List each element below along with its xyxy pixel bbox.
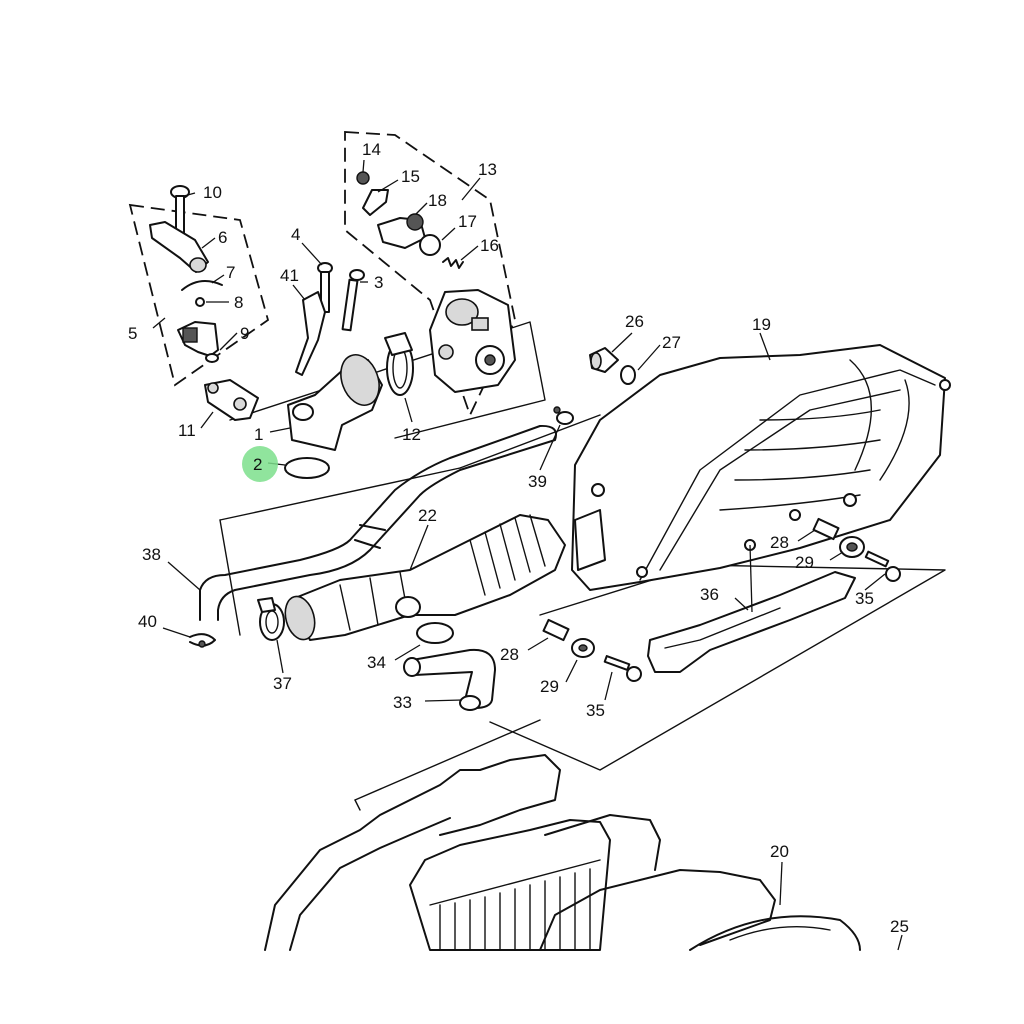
part-label-18[interactable]: 18	[428, 191, 447, 210]
part-label-28a[interactable]: 28	[770, 533, 789, 552]
air-box-case	[571, 344, 951, 591]
part-label-36[interactable]: 36	[700, 585, 719, 604]
part-label-1[interactable]: 1	[254, 425, 263, 444]
part-label-9[interactable]: 9	[240, 324, 249, 343]
highlight-marker	[242, 446, 278, 482]
part-labels: 10 6 7 8 5 9 11 4 41 3 1 2 12 13 14 15 1…	[128, 140, 909, 936]
part-label-27[interactable]: 27	[662, 333, 681, 352]
part-label-39[interactable]: 39	[528, 472, 547, 491]
part-label-10[interactable]: 10	[203, 183, 222, 202]
throttle-sensor-assembly	[356, 171, 464, 269]
part-label-29b[interactable]: 29	[540, 677, 559, 696]
part-label-35a[interactable]: 35	[855, 589, 874, 608]
part-label-40[interactable]: 40	[138, 612, 157, 631]
leader-lines	[152, 159, 903, 951]
part-label-13[interactable]: 13	[478, 160, 497, 179]
part-label-2[interactable]: 2	[253, 455, 262, 474]
injector-assembly	[149, 185, 259, 421]
part-label-25[interactable]: 25	[890, 917, 909, 936]
breather-hose	[189, 406, 574, 648]
part-label-33[interactable]: 33	[393, 693, 412, 712]
part-label-41[interactable]: 41	[280, 266, 299, 285]
part-label-28b[interactable]: 28	[500, 645, 519, 664]
part-label-19[interactable]: 19	[752, 315, 771, 334]
part-label-14[interactable]: 14	[362, 140, 381, 159]
part-label-5[interactable]: 5	[128, 324, 137, 343]
part-label-20[interactable]: 20	[770, 842, 789, 861]
part-label-8[interactable]: 8	[234, 293, 243, 312]
part-label-7[interactable]: 7	[226, 263, 235, 282]
part-label-3[interactable]: 3	[374, 273, 383, 292]
part-label-38[interactable]: 38	[142, 545, 161, 564]
part-label-29a[interactable]: 29	[795, 553, 814, 572]
filter-and-cover	[264, 754, 861, 951]
part-label-12[interactable]: 12	[402, 425, 421, 444]
part-label-15[interactable]: 15	[401, 167, 420, 186]
part-label-16[interactable]: 16	[480, 236, 499, 255]
part-label-4[interactable]: 4	[291, 225, 300, 244]
part-label-26[interactable]: 26	[625, 312, 644, 331]
part-label-17[interactable]: 17	[458, 212, 477, 231]
intake-duct	[257, 514, 566, 711]
mounting-hardware	[542, 571, 856, 682]
part-label-37[interactable]: 37	[273, 674, 292, 693]
part-label-22[interactable]: 22	[418, 506, 437, 525]
part-label-35b[interactable]: 35	[586, 701, 605, 720]
throttle-body-assembly	[284, 262, 516, 479]
part-label-11[interactable]: 11	[178, 421, 196, 440]
part-label-34[interactable]: 34	[367, 653, 386, 672]
part-label-6[interactable]: 6	[218, 228, 227, 247]
